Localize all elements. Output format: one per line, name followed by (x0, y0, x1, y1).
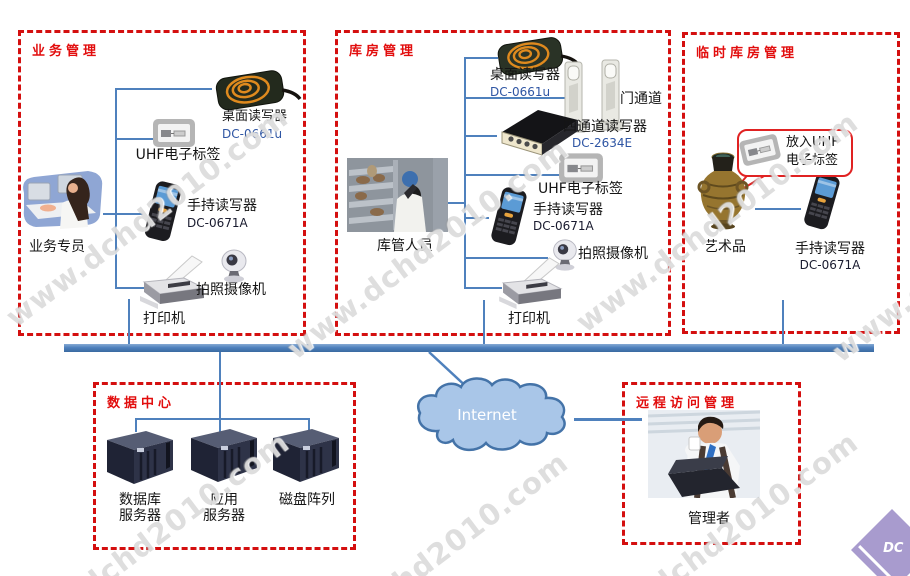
section-warehouse-management: 库房管理 (335, 30, 671, 336)
dc-logo-text: DC (883, 541, 904, 557)
manager-image (648, 410, 760, 498)
section-title-data-center: 数据中心 (107, 396, 176, 411)
warehouse-person-label: 库管人员 (377, 238, 433, 254)
artwork-vase-image (697, 152, 749, 230)
desktop-reader-label: 桌面读写器 (222, 109, 288, 124)
four-channel-reader-model: DC-2634E (572, 136, 633, 150)
artwork-label: 艺术品 (704, 239, 746, 255)
uhf-tag-image (559, 153, 603, 183)
server-image-database (107, 431, 173, 484)
connector-line (464, 174, 562, 176)
section-title-temp-warehouse: 临时库房管理 (696, 46, 799, 61)
section-business-management: 业务管理 (18, 30, 306, 336)
server-label-line1: 磁盘阵列 (279, 492, 335, 508)
internet-cloud (417, 377, 566, 452)
connector-line (483, 300, 485, 344)
connector-line (782, 300, 784, 344)
handheld-reader-label: 手持读写器 (533, 202, 603, 218)
connector-line (219, 418, 221, 432)
camera-image (553, 239, 577, 271)
gate-channel-image (560, 59, 624, 133)
server-image-application (191, 429, 257, 482)
connector-line (574, 418, 642, 421)
handheld-reader-model: DC-0671A (799, 258, 861, 272)
connector-line (464, 57, 466, 288)
handheld-reader-model: DC-0671A (533, 219, 594, 233)
connector-line (128, 299, 130, 344)
section-title-warehouse: 库房管理 (349, 44, 418, 59)
handheld-reader-label: 手持读写器 (187, 198, 257, 214)
section-remote-access: 远程访问管理 (622, 382, 801, 545)
connector-line (115, 88, 212, 90)
four-channel-reader-image (501, 110, 578, 156)
server-image-disk-array (273, 429, 339, 482)
connector-line (755, 208, 801, 210)
warehouse-person-image (347, 158, 448, 232)
connector-line (115, 287, 147, 289)
section-title-remote-access: 远程访问管理 (636, 396, 739, 411)
internet-label: Internet (457, 406, 517, 424)
callout-text-line2: 电子标签 (786, 153, 839, 168)
section-title-business: 业务管理 (32, 44, 101, 59)
handheld-reader-model: DC-0671A (187, 216, 248, 230)
connector-line (135, 418, 309, 420)
handheld-reader-image (144, 181, 182, 242)
printer-label: 打印机 (508, 311, 550, 327)
business-person-image (23, 171, 103, 229)
server-label-line2: 服务器 (203, 508, 245, 524)
desktop-reader-label: 桌面读写器 (490, 67, 560, 83)
camera-label: 拍照摄像机 (578, 246, 648, 262)
connector-line (464, 135, 497, 137)
desktop-reader-model: DC-0661u (222, 127, 283, 141)
uhf-tag-label: UHF电子标签 (135, 147, 221, 163)
gate-channel-label: 门通道 (620, 91, 662, 107)
connector-line (464, 217, 489, 219)
business-person-label: 业务专员 (29, 239, 85, 255)
manager-label: 管理者 (688, 511, 730, 527)
server-label-line1: 应用 (210, 492, 238, 508)
printer-label: 打印机 (143, 311, 185, 327)
server-label-disk-array: 磁盘阵列 (268, 492, 346, 508)
uhf-tag-image (153, 119, 195, 147)
server-label-application: 应用 服务器 (190, 492, 258, 524)
connector-line (464, 57, 498, 59)
section-temp-warehouse-management: 临时库房管理 (682, 32, 900, 334)
section-data-center: 数据中心 (93, 382, 356, 550)
connector-line (308, 418, 310, 432)
server-label-database: 数据库 服务器 (106, 492, 174, 524)
connector-line (464, 287, 502, 289)
handheld-reader-image (491, 187, 527, 246)
connector-line (115, 138, 153, 140)
connector-line (115, 88, 117, 288)
desktop-reader-image (215, 70, 302, 111)
desktop-reader-model: DC-0661u (490, 85, 551, 99)
connector-line (103, 213, 143, 215)
connector-line (448, 202, 464, 204)
camera-label: 拍照摄像机 (196, 282, 266, 298)
connector-line (464, 257, 548, 259)
connector-line (135, 418, 137, 432)
camera-image (221, 249, 247, 283)
network-bus-line (64, 344, 874, 352)
printer-image (499, 257, 563, 310)
uhf-tag-image (739, 134, 781, 166)
printer-image (140, 255, 206, 309)
connector-line (219, 352, 221, 418)
callout-text-line1: 放入UHF (786, 135, 839, 150)
handheld-reader-image (804, 173, 840, 230)
connector-line (464, 97, 566, 99)
server-label-line2: 服务器 (119, 508, 161, 524)
uhf-tag-label: UHF电子标签 (538, 181, 623, 197)
handheld-reader-label: 手持读写器 (795, 241, 865, 257)
server-label-line1: 数据库 (119, 492, 161, 508)
four-channel-reader-label: 四通道读写器 (563, 119, 647, 135)
